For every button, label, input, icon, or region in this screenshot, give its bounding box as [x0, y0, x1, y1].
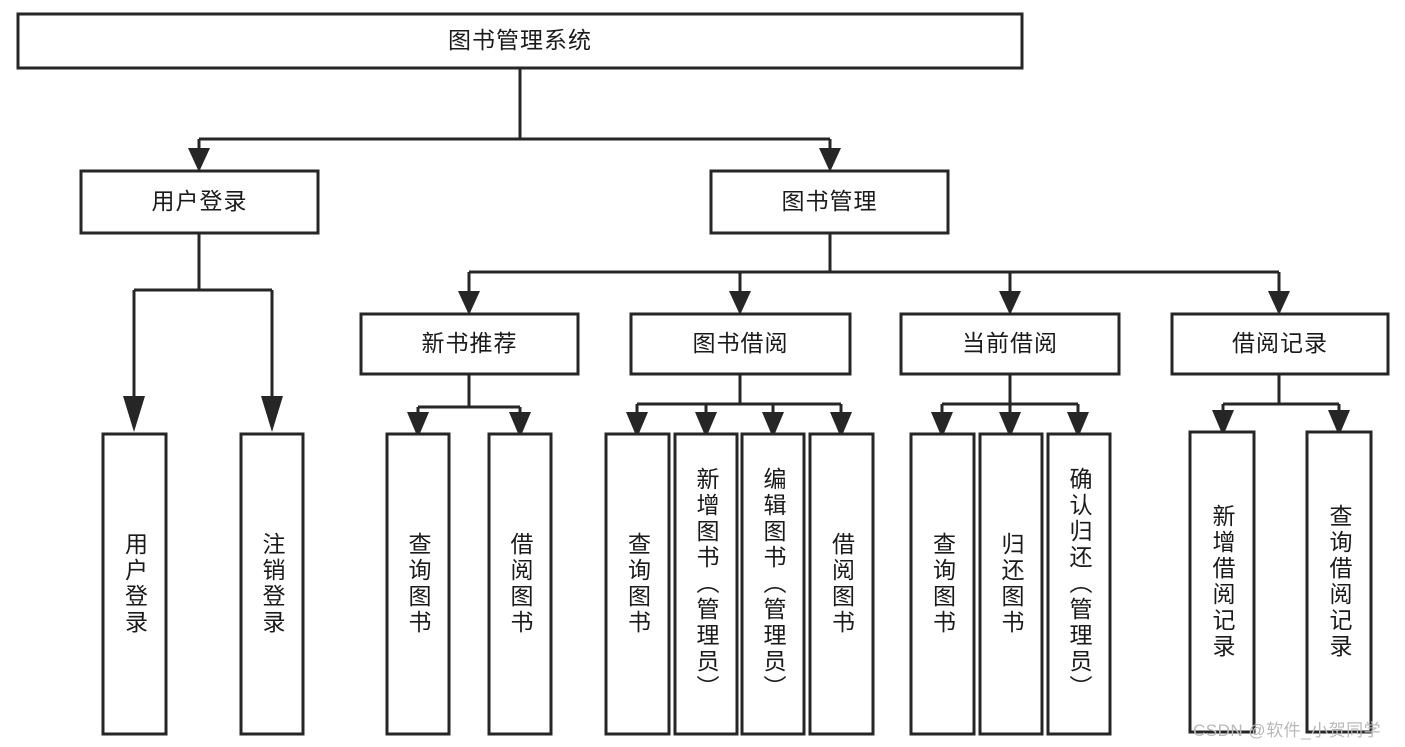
arrowhead-to-book-manage	[819, 148, 841, 172]
arrowhead-to-leaf-return-book	[999, 412, 1021, 438]
arrowhead-to-leaf-user-login	[123, 396, 145, 432]
node-box-leaf-query-book-c[interactable]	[909, 432, 976, 736]
csdn-watermark: CSDN @软件_小贺同学	[1193, 721, 1382, 740]
node-box-borrow-record[interactable]	[1170, 312, 1390, 376]
node-box-layer	[16, 12, 1390, 736]
arrowhead-to-user-login	[188, 148, 210, 172]
node-box-leaf-borrow-book-b[interactable]	[808, 432, 875, 736]
node-box-leaf-confirm-return[interactable]	[1046, 432, 1112, 736]
node-box-leaf-query-record[interactable]	[1305, 430, 1373, 734]
arrowhead-to-leaf-logout	[261, 396, 283, 432]
arrowhead-to-new-book-rec	[458, 291, 480, 315]
arrowhead-to-book-borrow	[729, 291, 751, 315]
node-box-leaf-add-book[interactable]	[673, 432, 739, 736]
node-box-leaf-edit-book[interactable]	[740, 432, 806, 736]
arrowhead-to-leaf-confirm-return	[1067, 412, 1089, 438]
arrowhead-to-leaf-query-book-c	[931, 412, 953, 438]
node-box-book-manage[interactable]	[709, 169, 950, 235]
arrowhead-to-leaf-query-book-a	[407, 412, 429, 438]
node-box-leaf-add-record[interactable]	[1188, 430, 1256, 734]
node-box-new-book-rec[interactable]	[359, 312, 580, 376]
arrowhead-to-leaf-add-record	[1212, 410, 1234, 436]
arrowhead-to-borrow-record	[1268, 291, 1290, 315]
arrowhead-to-leaf-borrow-book-a	[509, 412, 531, 438]
arrowhead-to-current-borrow	[999, 291, 1021, 315]
node-box-current-borrow[interactable]	[899, 312, 1121, 376]
node-box-leaf-logout[interactable]	[239, 432, 305, 736]
node-box-book-borrow[interactable]	[629, 312, 852, 376]
node-box-leaf-query-book-a[interactable]	[385, 432, 451, 736]
node-box-leaf-borrow-book-a[interactable]	[487, 432, 553, 736]
node-box-user-login[interactable]	[79, 169, 320, 235]
arrowhead-to-leaf-borrow-book-b	[830, 412, 852, 438]
node-box-root[interactable]	[16, 12, 1024, 70]
arrowhead-to-leaf-query-record	[1328, 410, 1350, 436]
node-box-leaf-return-book[interactable]	[978, 432, 1044, 736]
node-box-leaf-user-login[interactable]	[101, 432, 168, 736]
arrowhead-layer	[123, 148, 1350, 438]
arrowhead-to-leaf-add-book	[695, 412, 717, 438]
arrowhead-to-leaf-edit-book	[762, 412, 784, 438]
arrowhead-to-leaf-query-book-b	[626, 412, 648, 438]
node-box-leaf-query-book-b[interactable]	[604, 432, 671, 736]
